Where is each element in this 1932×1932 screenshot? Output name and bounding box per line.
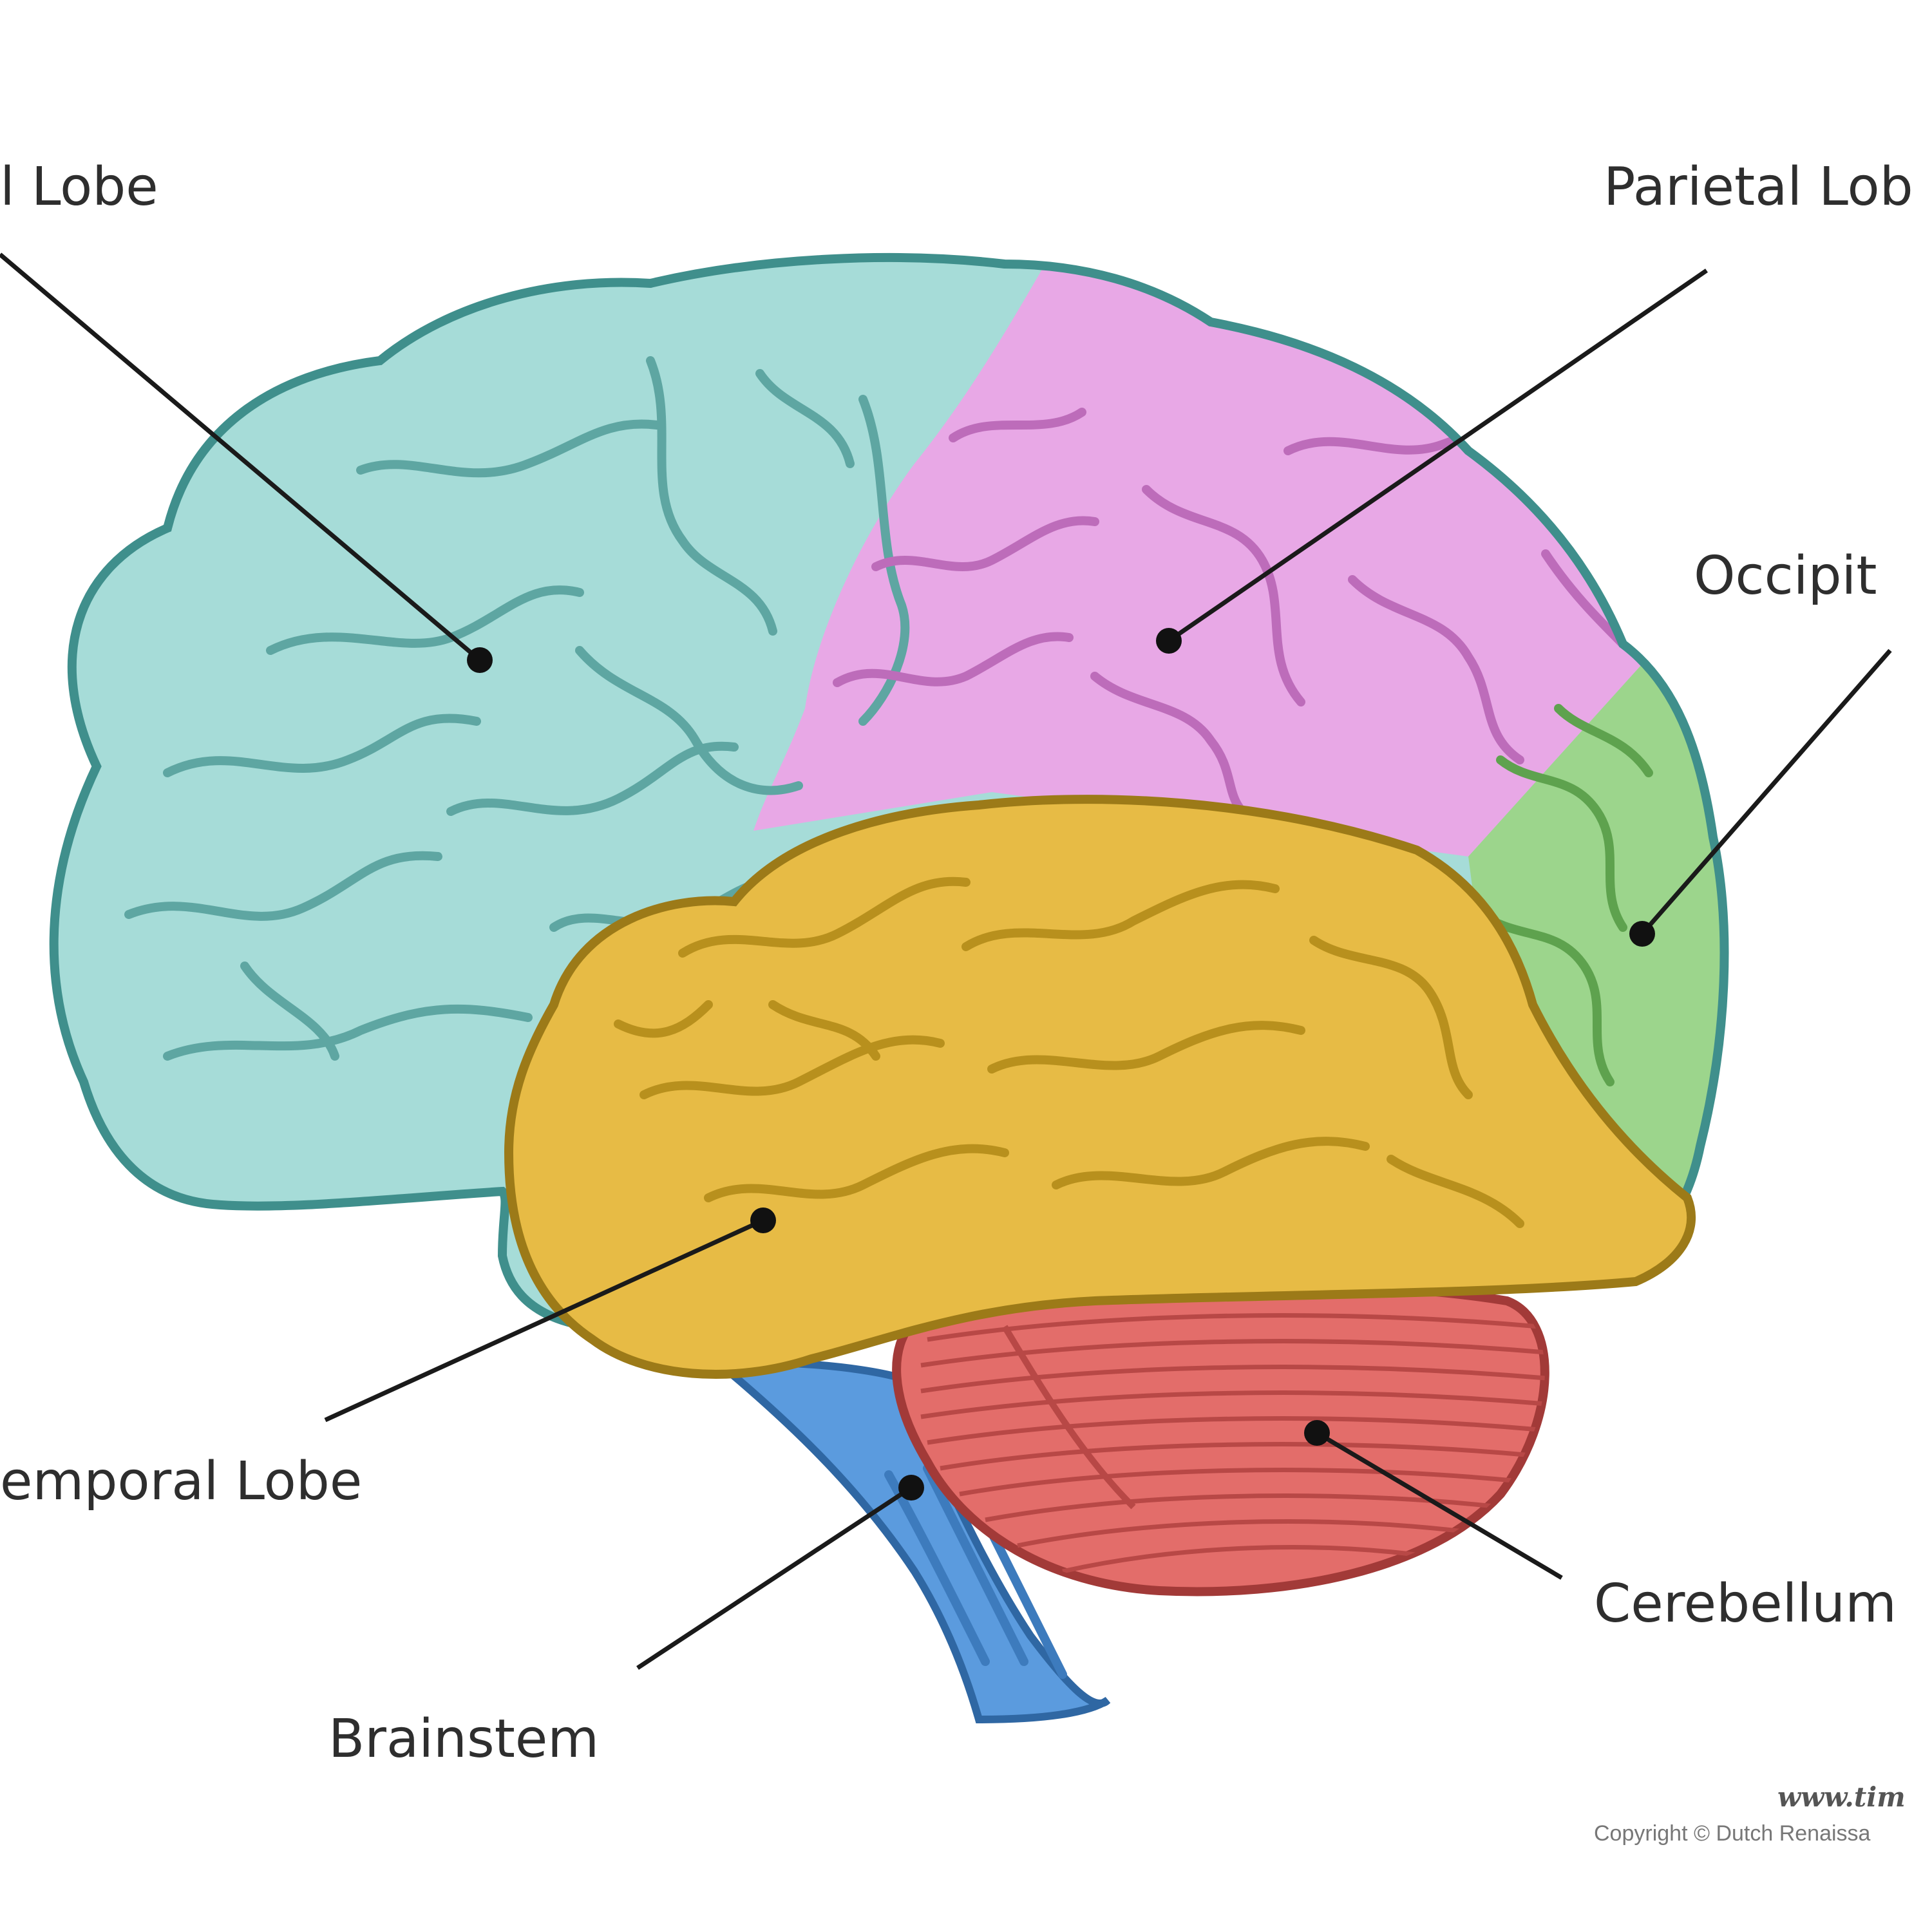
temporal-lobe-label: emporal Lobe xyxy=(0,1451,362,1512)
parietal-lobe-label: Parietal Lob xyxy=(1604,156,1913,218)
cerebellum xyxy=(892,1278,1549,1596)
brainstem-label: Brainstem xyxy=(328,1709,599,1770)
frontal-leader xyxy=(0,252,482,662)
watermark-url: www.tim xyxy=(1777,1781,1906,1813)
cerebrum-outline xyxy=(49,253,1729,1335)
frontal-dot xyxy=(467,647,493,673)
leader-lines xyxy=(0,252,1892,1670)
occipital-lobe-label: Occipit xyxy=(1694,545,1877,607)
frontal-lobe-label: l Lobe xyxy=(0,156,158,218)
watermark-copyright: Copyright © Dutch Renaissa xyxy=(1594,1821,1871,1846)
temporal-lobe xyxy=(504,795,1696,1379)
brainstem-dot xyxy=(898,1475,924,1501)
parietal-dot xyxy=(1156,628,1182,654)
temporal-leader xyxy=(324,1218,764,1423)
cerebellum-leader xyxy=(1316,1430,1563,1580)
parietal-leader xyxy=(1168,269,1708,643)
occipital-dot xyxy=(1629,921,1655,947)
occipital-leader xyxy=(1640,649,1892,936)
cerebellum-label: Cerebellum xyxy=(1594,1573,1897,1634)
temporal-dot xyxy=(750,1208,776,1233)
cerebellum-dot xyxy=(1304,1420,1330,1446)
brainstem-leader xyxy=(636,1486,913,1670)
